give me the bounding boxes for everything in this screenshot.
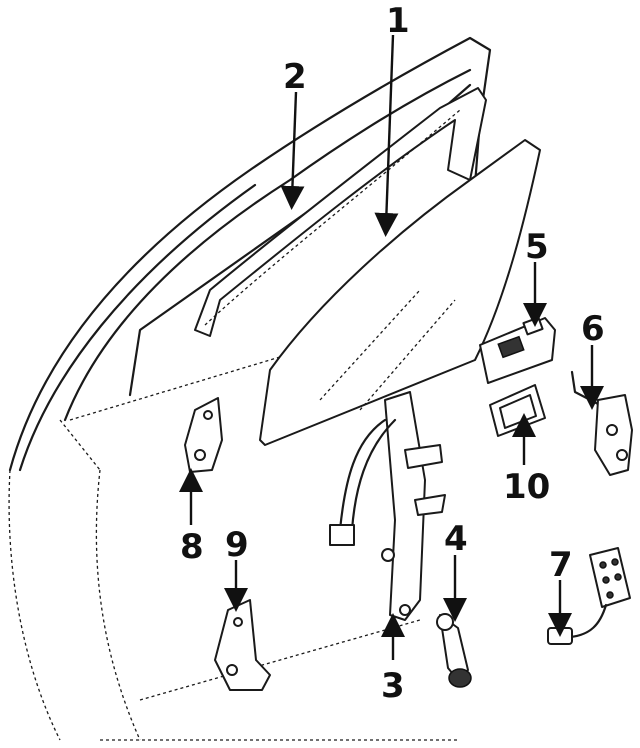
inside-door-handle [479, 316, 556, 384]
upper-hinge [184, 397, 223, 473]
callout-5: 5 [525, 227, 549, 267]
door-glass [259, 139, 541, 446]
arrow-2 [280, 91, 305, 210]
handle-bezel [489, 384, 546, 437]
callout-10: 10 [503, 467, 550, 507]
callout-9: 9 [225, 525, 249, 565]
door-lock-actuator [570, 370, 633, 476]
arrow-1 [374, 34, 399, 237]
callout-4: 4 [444, 519, 468, 559]
callout-labels: 1 2 3 4 5 6 7 8 9 10 [180, 1, 605, 706]
callout-8: 8 [180, 527, 204, 567]
callout-2: 2 [283, 57, 307, 97]
window-crank-handle [436, 613, 472, 688]
window-regulator [329, 391, 446, 621]
callout-1: 1 [386, 1, 410, 41]
callout-6: 6 [581, 309, 605, 349]
callout-3: 3 [381, 666, 405, 706]
callout-7: 7 [549, 545, 573, 585]
lower-hinge [214, 599, 271, 691]
callout-arrows [179, 34, 604, 660]
